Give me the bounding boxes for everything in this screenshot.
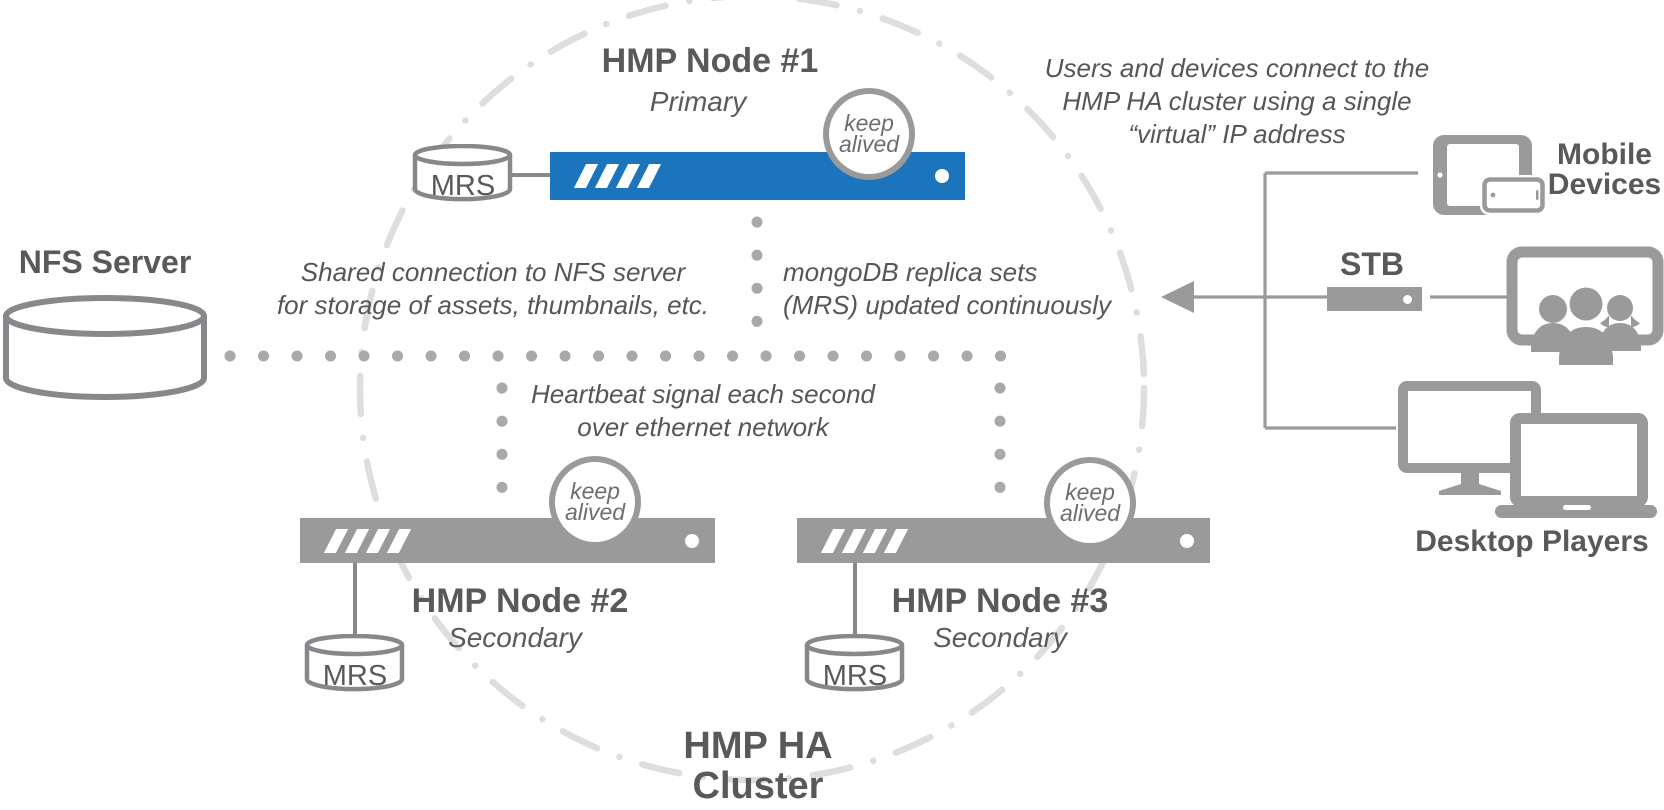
node3-title: HMP Node #3 bbox=[891, 582, 1109, 620]
node3-mrs-label: MRS bbox=[823, 660, 887, 692]
desktop-players-label: Desktop Players bbox=[1415, 525, 1649, 558]
keepalived-badge-icon: keep alived bbox=[549, 456, 641, 548]
stb-led-dot bbox=[1403, 294, 1412, 304]
left-arrow-icon bbox=[1161, 281, 1194, 313]
server-led-dot bbox=[1180, 533, 1194, 548]
server-slashes-icon bbox=[573, 164, 662, 188]
nfs-database-cylinder-icon bbox=[2, 295, 207, 400]
server-slashes-icon bbox=[820, 528, 909, 553]
mobile-devices-label-line2: Devices bbox=[1547, 168, 1662, 201]
ha-cluster-caption-line1: HMP HA bbox=[683, 725, 833, 767]
tablet-icon bbox=[1433, 135, 1546, 215]
heartbeat-annotation-line1: Heartbeat signal each second bbox=[530, 379, 875, 409]
nfs-shared-annotation-line1: Shared connection to NFS server bbox=[300, 257, 686, 287]
keepalived-badge-icon: keep alived bbox=[1044, 457, 1136, 549]
virtual-ip-annotation: Users and devices connect to the HMP HA … bbox=[1037, 52, 1437, 151]
keepalived-label-line1: keep bbox=[1065, 479, 1115, 505]
ha-cluster-dashed-circle bbox=[356, 0, 1148, 784]
virtual-ip-annotation-line2: HMP HA cluster using a single bbox=[1062, 86, 1412, 116]
keepalived-badge-icon: keep alived bbox=[823, 88, 915, 180]
client-connector-lines bbox=[1192, 171, 1507, 430]
node2-title: HMP Node #2 bbox=[411, 582, 629, 620]
keepalived-label-line2: alived bbox=[1059, 500, 1121, 526]
server-slashes-icon bbox=[323, 528, 412, 553]
smartphone-icon bbox=[1480, 175, 1546, 215]
audience-silhouettes bbox=[1531, 287, 1641, 365]
keepalived-label-line2: alived bbox=[564, 499, 626, 525]
virtual-ip-annotation-line1: Users and devices connect to the bbox=[1044, 53, 1430, 83]
stb-label: STB bbox=[1340, 246, 1404, 282]
keepalived-label-line1: keep bbox=[570, 478, 620, 504]
node2-mrs-label: MRS bbox=[323, 660, 387, 692]
stb-box-icon bbox=[1327, 287, 1422, 311]
node2-role: Secondary bbox=[448, 622, 582, 653]
heartbeat-annotation-line2: over ethernet network bbox=[577, 412, 829, 442]
node2-server-bar bbox=[300, 518, 715, 563]
nfs-shared-annotation: Shared connection to NFS server for stor… bbox=[268, 256, 718, 322]
nfs-server-label: NFS Server bbox=[18, 244, 192, 280]
mrs-connector-lines bbox=[353, 173, 857, 642]
node3-server-bar bbox=[797, 518, 1210, 563]
tv-audience-icon bbox=[1506, 246, 1664, 365]
mobile-devices-label: Mobile Devices bbox=[1545, 140, 1664, 200]
mongo-annotation: mongoDB replica sets (MRS) updated conti… bbox=[783, 256, 1173, 322]
mrs-database-cylinder-icon: MRS bbox=[304, 634, 405, 692]
laptop-icon bbox=[1495, 413, 1657, 518]
server-led-dot bbox=[685, 533, 699, 548]
keepalived-label-line2: alived bbox=[838, 131, 900, 157]
virtual-ip-annotation-line3: “virtual” IP address bbox=[1128, 119, 1346, 149]
node3-role: Secondary bbox=[933, 622, 1067, 653]
heartbeat-annotation: Heartbeat signal each second over ethern… bbox=[503, 378, 903, 444]
keepalived-label-line1: keep bbox=[844, 110, 894, 136]
mrs-database-cylinder-icon: MRS bbox=[804, 634, 905, 692]
node1-role: Primary bbox=[649, 86, 747, 117]
mongo-annotation-line1: mongoDB replica sets bbox=[783, 257, 1038, 287]
node1-mrs-label: MRS bbox=[431, 170, 495, 202]
nfs-shared-annotation-line2: for storage of assets, thumbnails, etc. bbox=[276, 290, 710, 320]
mobile-devices-label-line1: Mobile bbox=[1557, 138, 1652, 171]
ha-cluster-caption-line2: Cluster bbox=[692, 765, 824, 807]
node1-title: HMP Node #1 bbox=[601, 42, 819, 80]
ha-cluster-caption: HMP HA Cluster bbox=[608, 726, 908, 806]
server-led-dot bbox=[935, 169, 949, 183]
mrs-database-cylinder-icon: MRS bbox=[412, 144, 513, 202]
mongo-annotation-line2: (MRS) updated continuously bbox=[783, 290, 1112, 320]
